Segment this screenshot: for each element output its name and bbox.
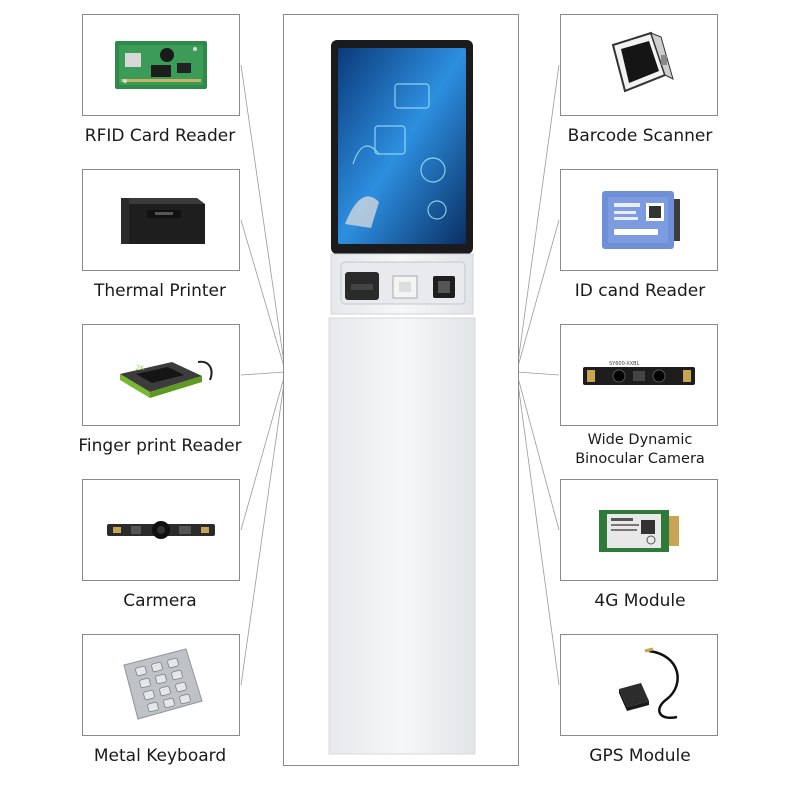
- id-card-reader-label: ID cand Reader: [574, 281, 706, 301]
- barcode-scanner-label: Barcode Scanner: [567, 126, 713, 146]
- metal-keyboard-icon: [123, 648, 203, 720]
- binocular-camera-icon: SY600-XXBL: [583, 361, 695, 385]
- rfid-card-reader-box: [82, 14, 240, 116]
- thermal-printer-label: Thermal Printer: [94, 281, 226, 301]
- 4g-module-icon: [599, 510, 679, 552]
- 4g-module-box: [560, 479, 718, 581]
- gps-module-label: GPS Module: [589, 746, 691, 766]
- rfid-card-reader-label: RFID Card Reader: [84, 126, 236, 146]
- barcode-scanner-box: [560, 14, 718, 116]
- gps-module-icon: [619, 647, 679, 720]
- camera-module-box: [82, 479, 240, 581]
- id-card-reader-box: [560, 169, 718, 271]
- thermal-printer-icon: [121, 198, 205, 244]
- fingerprint-reader-box: ZK: [82, 324, 240, 426]
- metal-keyboard-label: Metal Keyboard: [93, 746, 227, 766]
- svg-text:ZK: ZK: [136, 365, 145, 372]
- 4g-module-label: 4G Module: [594, 591, 686, 611]
- camera-module-icon: [107, 521, 215, 539]
- gps-module-box: [560, 634, 718, 736]
- binocular-camera-box: SY600-XXBL: [560, 324, 718, 426]
- fingerprint-reader-icon: ZK: [120, 360, 213, 398]
- binocular-camera-label-line2: Binocular Camera: [575, 451, 705, 467]
- metal-keyboard-box: [82, 634, 240, 736]
- kiosk-illustration: [328, 40, 476, 755]
- thermal-printer-box: [82, 169, 240, 271]
- camera-module-label: Carmera: [123, 591, 197, 611]
- rfid-card-reader-icon: [115, 41, 207, 89]
- svg-text:SY600-XXBL: SY600-XXBL: [609, 361, 640, 367]
- id-card-reader-icon: [602, 191, 680, 249]
- barcode-scanner-icon: [611, 31, 674, 93]
- fingerprint-reader-label: Finger print Reader: [78, 436, 242, 456]
- binocular-camera-label-line1: Wide Dynamic: [587, 432, 693, 448]
